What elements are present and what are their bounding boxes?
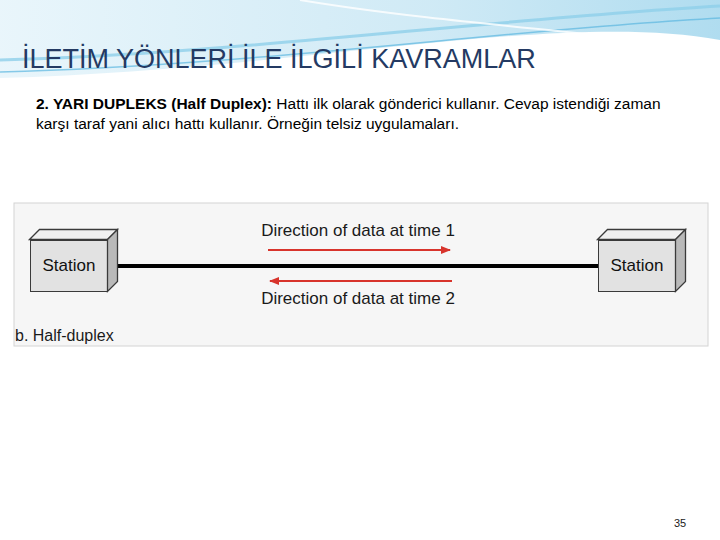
station-box: Station — [598, 240, 676, 292]
page-number: 35 — [674, 517, 686, 529]
box-side-face — [108, 230, 118, 292]
station-label: Station — [43, 256, 96, 276]
arrow-time-2 — [270, 280, 452, 282]
direction-label: Direction of data at time 2 — [261, 289, 455, 309]
arrow-time-1 — [268, 249, 450, 251]
station-box: Station — [30, 240, 108, 292]
heading-term: 2. YARI DUPLEKS (Half Duplex): — [36, 95, 272, 112]
body-paragraph: 2. YARI DUPLEKS (Half Duplex): Hattı ilk… — [36, 94, 696, 134]
box-side-face — [676, 230, 686, 292]
station-label: Station — [611, 256, 664, 276]
box-top-face — [598, 230, 686, 240]
figure-caption: b. Half-duplex — [15, 327, 114, 345]
slide-title: İLETİM YÖNLERİ İLE İLGİLİ KAVRAMLAR — [22, 44, 536, 75]
direction-label: Direction of data at time 1 — [261, 221, 455, 241]
transmission-line — [108, 264, 598, 268]
box-top-face — [30, 230, 118, 240]
